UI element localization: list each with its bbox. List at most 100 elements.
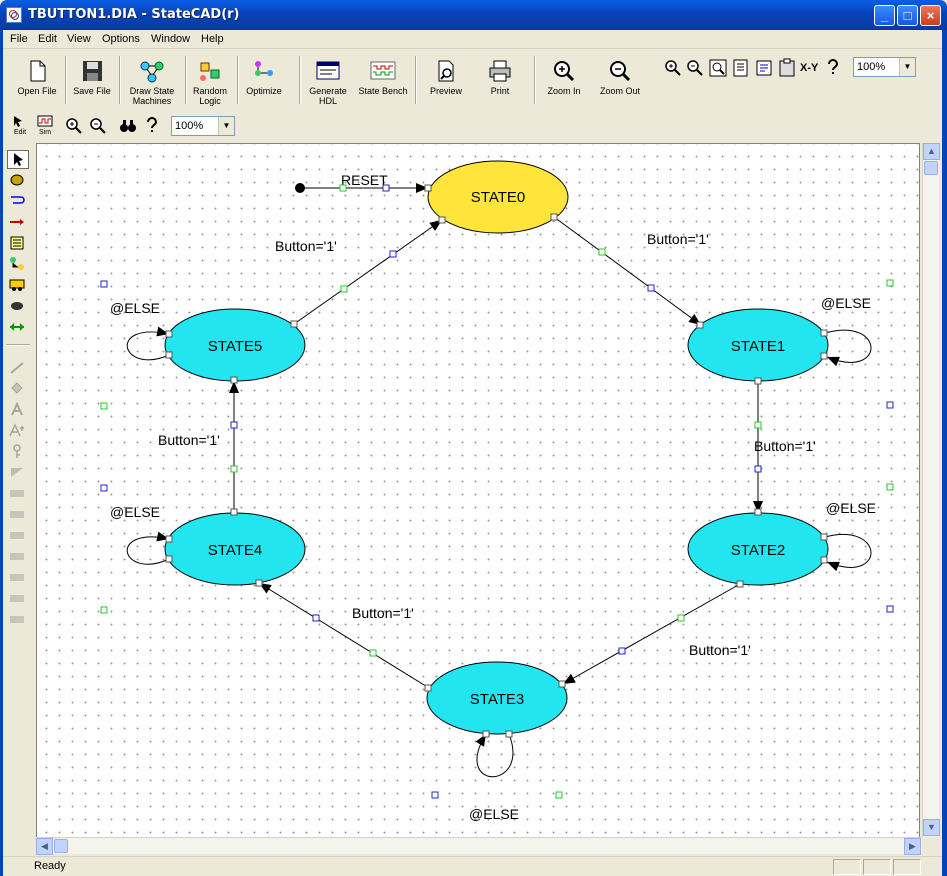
else-label-s3[interactable]: @ELSE <box>469 806 519 822</box>
minimize-button[interactable]: _ <box>874 5 895 26</box>
transition-label-s3-s4[interactable]: Button='1' <box>352 605 414 621</box>
else-label-s1[interactable]: @ELSE <box>821 295 871 311</box>
preview-button[interactable]: Preview <box>420 54 472 106</box>
transition-s0-s1[interactable] <box>553 216 702 326</box>
horizontal-scroll-thumb[interactable] <box>54 839 68 853</box>
bar-icon <box>10 532 24 539</box>
scroll-down-button[interactable]: ▼ <box>923 819 940 836</box>
transition-label-s2-s3[interactable]: Button='1' <box>689 642 751 658</box>
scroll-right-button[interactable]: ▶ <box>904 838 921 855</box>
zoom-in-button[interactable]: Zoom In <box>539 54 589 106</box>
zoom-out-small-icon[interactable] <box>88 116 108 136</box>
zoom-in-small-icon[interactable] <box>64 116 84 136</box>
xy-button[interactable]: X-Y <box>800 62 819 74</box>
menu-edit[interactable]: Edit <box>38 33 57 45</box>
binoculars-icon[interactable] <box>118 116 138 136</box>
optimize-label: Optimize <box>246 86 282 96</box>
open-file-button[interactable]: Open File <box>12 54 62 106</box>
zoom-select[interactable]: 100% ▼ <box>853 57 916 77</box>
menu-file[interactable]: File <box>10 33 28 45</box>
else-label-s5[interactable]: @ELSE <box>110 300 160 316</box>
edit-mode-button[interactable]: Edit <box>9 115 31 137</box>
transition-label-s4-s5[interactable]: Button='1' <box>158 432 220 448</box>
else-label-s4[interactable]: @ELSE <box>110 504 160 520</box>
menu-view[interactable]: View <box>67 33 91 45</box>
state-node-3[interactable] <box>426 661 568 735</box>
self-loop-s3[interactable] <box>475 733 514 778</box>
text-block-tool[interactable] <box>7 234 29 253</box>
transition-label-s0-s1[interactable]: Button='1' <box>647 231 709 247</box>
close-button[interactable]: × <box>920 5 941 26</box>
page-view-icon[interactable] <box>731 58 751 78</box>
ellipse-tool[interactable] <box>7 297 29 316</box>
properties-icon[interactable] <box>754 58 774 78</box>
generate-hdl-button[interactable]: Generate HDL <box>303 54 353 106</box>
menu-help[interactable]: Help <box>201 33 224 45</box>
maximize-button[interactable]: □ <box>897 5 918 26</box>
scroll-left-button[interactable]: ◀ <box>36 838 53 855</box>
bus-tool[interactable] <box>7 276 29 295</box>
zoom-fit-icon[interactable] <box>708 58 728 78</box>
horizontal-scrollbar[interactable]: ◀ ▶ <box>36 837 922 855</box>
transition-s5-s0[interactable] <box>293 219 443 325</box>
sim-mode-button[interactable]: Sim <box>34 115 56 137</box>
self-loop-s1[interactable] <box>824 329 872 367</box>
diagram-canvas[interactable]: RESET STATE0 STATE1 STATE2 STATE3 STATE4… <box>36 143 920 838</box>
line-tool[interactable] <box>7 359 29 378</box>
transition-s2-s3[interactable] <box>562 583 741 685</box>
transition-s3-s4[interactable] <box>258 582 430 689</box>
font-size-tool[interactable] <box>7 422 29 441</box>
help-icon[interactable] <box>142 116 162 136</box>
self-loop-s5[interactable] <box>126 326 170 361</box>
key-tool[interactable] <box>7 443 29 462</box>
zoom-out-small-icon[interactable] <box>685 58 705 78</box>
self-loop-s4[interactable] <box>126 531 170 565</box>
menu-window[interactable]: Window <box>151 33 191 45</box>
palette-slot-3[interactable] <box>7 527 29 546</box>
zoom-out-button[interactable]: Zoom Out <box>594 54 646 106</box>
palette-slot-6[interactable] <box>7 590 29 609</box>
palette-slot-1[interactable] <box>7 485 29 504</box>
draw-state-machines-button[interactable]: Draw State Machines <box>122 54 182 106</box>
save-file-button[interactable]: Save File <box>68 54 116 106</box>
print-button[interactable]: Print <box>476 54 524 106</box>
status-text: Ready <box>34 860 66 872</box>
font-tool[interactable] <box>7 401 29 420</box>
logic-tool[interactable] <box>7 255 29 274</box>
flag-tool[interactable] <box>7 464 29 483</box>
sim-mode-label: Sim <box>38 129 52 136</box>
zoom-in-small-icon[interactable] <box>663 58 683 78</box>
state-tool[interactable] <box>7 171 29 190</box>
bar-icon <box>10 511 24 518</box>
random-logic-button[interactable]: Random Logic <box>188 54 232 106</box>
vertical-scrollbar[interactable]: ▲ ▼ <box>922 143 940 837</box>
transition-tool[interactable] <box>7 192 29 211</box>
palette-slot-5[interactable] <box>7 569 29 588</box>
palette-slot-4[interactable] <box>7 548 29 567</box>
menu-bar: File Edit View Options Window Help <box>0 30 947 49</box>
help-icon[interactable] <box>823 58 843 78</box>
clipboard-icon[interactable] <box>777 58 797 78</box>
self-loop-s2[interactable] <box>824 534 872 572</box>
random-logic-label-1: Random <box>192 86 228 96</box>
vertical-scroll-thumb[interactable] <box>924 161 938 175</box>
palette-slot-7[interactable] <box>7 611 29 630</box>
state-node-0[interactable] <box>427 160 569 234</box>
menu-options[interactable]: Options <box>102 33 140 45</box>
reset-tool[interactable] <box>7 213 29 232</box>
select-tool[interactable] <box>7 150 29 169</box>
connector-tool[interactable] <box>7 318 29 337</box>
palette-slot-2[interactable] <box>7 506 29 525</box>
bar-icon <box>10 490 24 497</box>
status-pane-1 <box>833 859 861 875</box>
scroll-up-button[interactable]: ▲ <box>923 143 940 160</box>
else-label-s2[interactable]: @ELSE <box>826 500 876 516</box>
transition-label-s1-s2[interactable]: Button='1' <box>754 438 816 454</box>
optimize-button[interactable]: Optimize <box>240 54 288 106</box>
app-icon[interactable] <box>6 7 22 23</box>
fill-tool[interactable] <box>7 380 29 399</box>
chevron-down-icon: ▼ <box>899 58 915 76</box>
zoom-select-secondary[interactable]: 100% ▼ <box>171 116 235 136</box>
state-bench-button[interactable]: State Bench <box>356 54 410 106</box>
transition-label-s5-s0[interactable]: Button='1' <box>275 238 337 254</box>
